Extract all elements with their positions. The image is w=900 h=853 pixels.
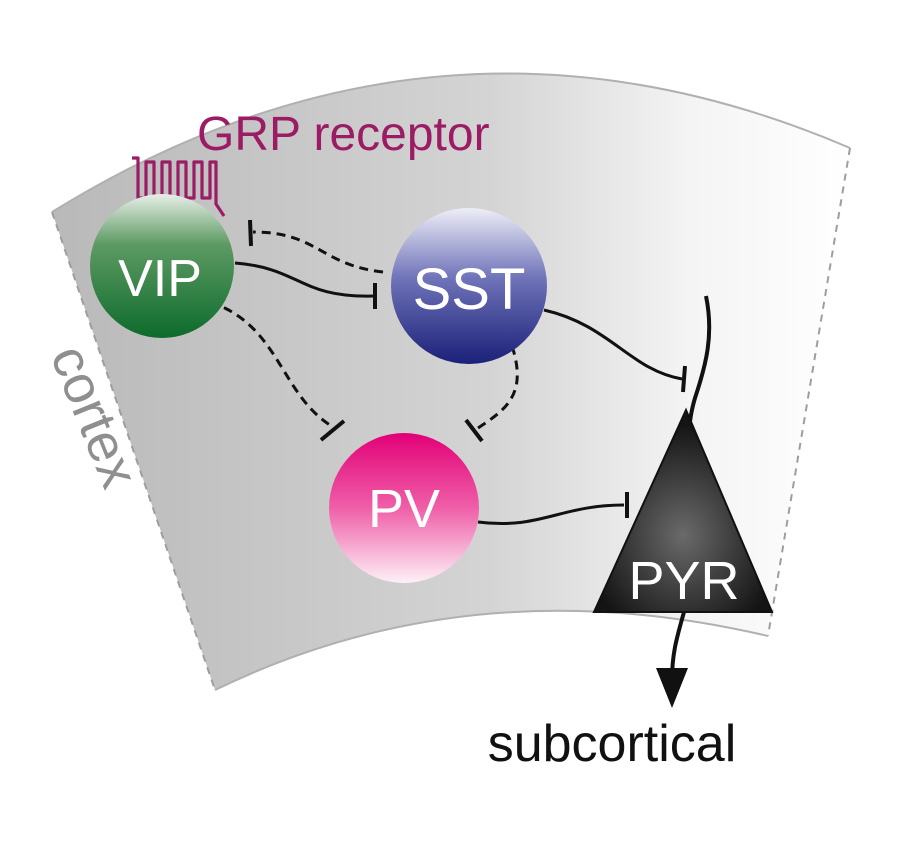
- grp-receptor-icon: [132, 156, 226, 217]
- cortex-right-border: [767, 147, 851, 637]
- vip-to-sst-connection: [234, 261, 374, 298]
- sst-to-pv-bar: [464, 418, 484, 443]
- sst-cell: SST: [391, 208, 547, 364]
- sst-to-pyr-bar: [681, 365, 687, 393]
- cortex-bottom-border: [214, 609, 769, 691]
- pyr-cell: PYR: [592, 407, 774, 613]
- vip-to-pv-bar: [319, 419, 346, 442]
- vip-label: VIP: [118, 250, 202, 308]
- cortex-top-border: [51, 72, 851, 213]
- subcortical-label: subcortical: [488, 715, 737, 773]
- pyr-label: PYR: [628, 551, 739, 611]
- sst-to-vip-bar: [248, 219, 253, 247]
- sst-label: SST: [413, 257, 526, 322]
- vip-to-pv-connection: [209, 300, 334, 429]
- sst-to-vip-connection: [252, 230, 384, 274]
- cortex-left-border: [51, 211, 216, 691]
- sst-to-pyr-connection: [543, 308, 683, 381]
- pv-label: PV: [368, 479, 440, 539]
- pv-to-pyr-connection: [477, 503, 625, 526]
- vip-cell: VIP: [90, 194, 234, 338]
- grp-receptor-label: GRP receptor: [197, 108, 490, 161]
- pv-cell: PV: [329, 433, 479, 583]
- output-arrow-icon: [656, 668, 688, 708]
